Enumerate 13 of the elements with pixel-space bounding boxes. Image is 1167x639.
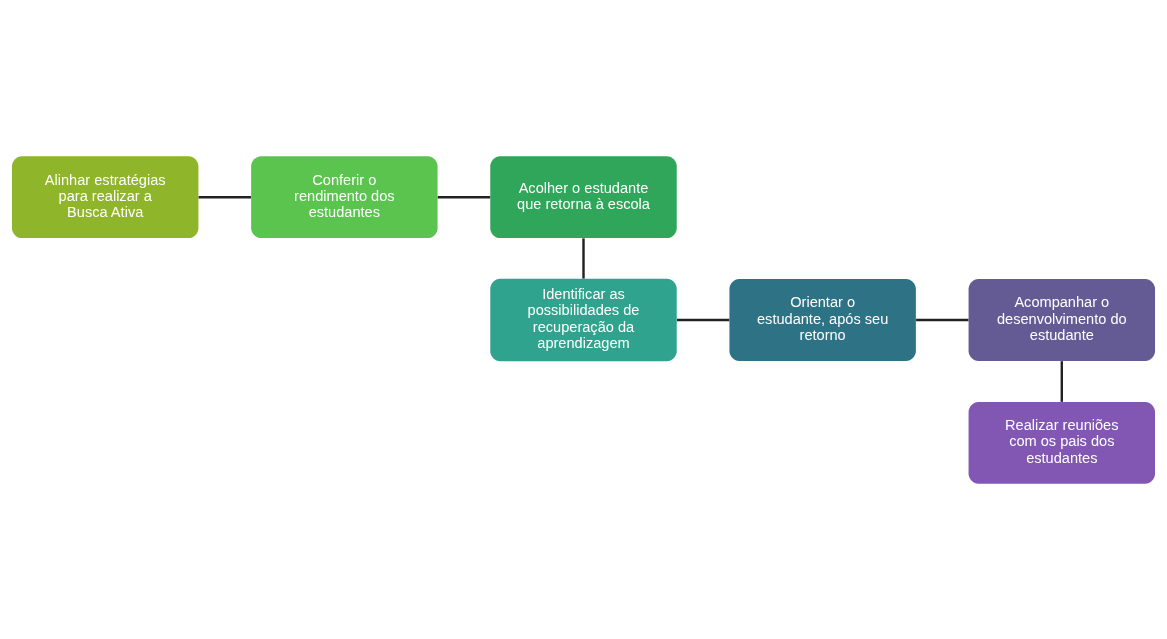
- connector: [582, 237, 585, 279]
- node-box: Identificar as possibilidades de recuperação da aprendizagem: [490, 278, 677, 361]
- node-box: Acompanhar o desenvolvimento do estudante: [968, 278, 1156, 361]
- connector: [1060, 360, 1063, 402]
- node-box: Conferir o rendimento dos estudantes: [251, 155, 438, 238]
- connector: [198, 195, 251, 198]
- node-box: Realizar reuniões com os pais dos estudantes: [968, 401, 1156, 484]
- node-box: Orientar o estudante, após seu retorno: [729, 278, 916, 361]
- node-box: Acolher o estudante que retorna à escola: [490, 155, 677, 238]
- node-box: Alinhar estratégias para realizar a Busca Ativa: [11, 155, 199, 238]
- connector: [437, 195, 491, 198]
- connector: [676, 318, 730, 321]
- connector: [916, 318, 969, 321]
